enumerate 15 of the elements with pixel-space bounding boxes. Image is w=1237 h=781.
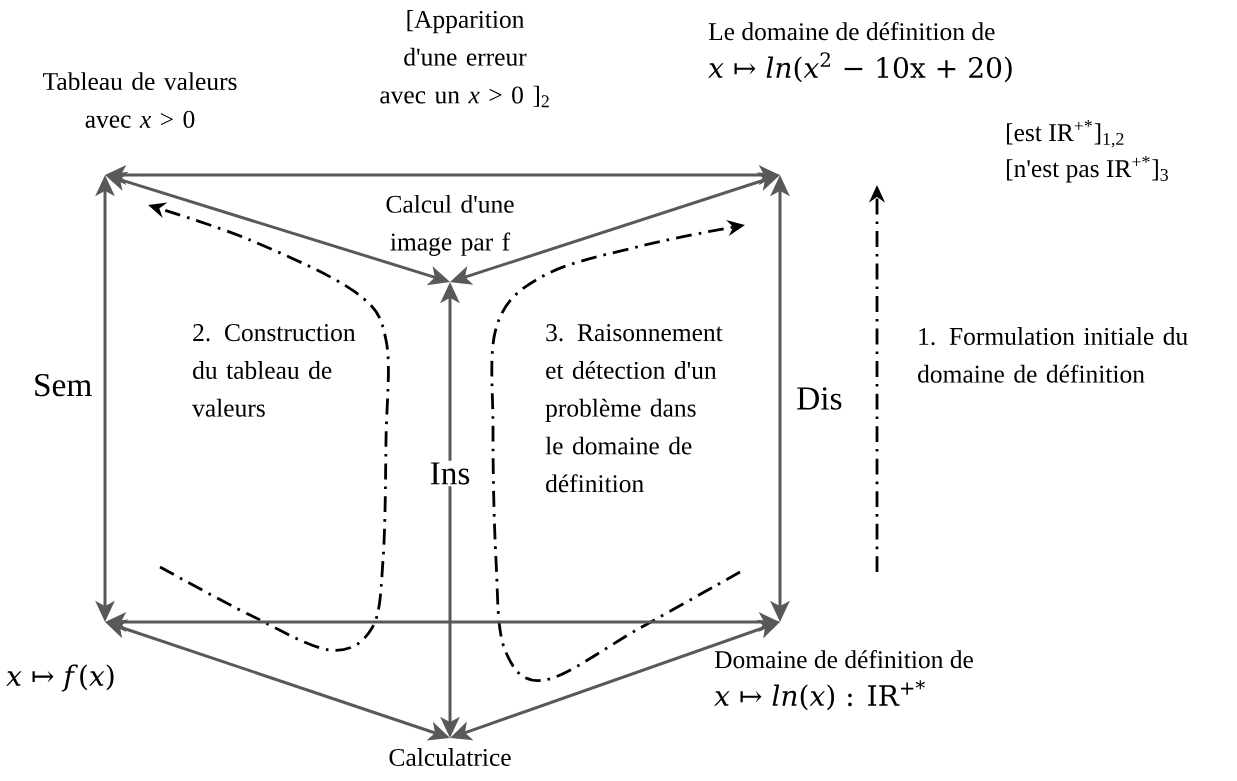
vertex-label: Calcul d'une image par f (386, 194, 514, 256)
edge-label: Dis (794, 385, 845, 412)
note-label: [Apparition d'une erreur avec un x > 0 ]$_{2}$ (380, 10, 549, 108)
vertex-label: Domaine de définition de x ↦ ln(x) : IR$^{+*}$ (714, 650, 973, 711)
phase-label: 2. Construction du tableau de valeurs (192, 324, 356, 417)
vertex-label: Calculatrice (389, 748, 511, 767)
vertex-label: Tableau de valeurs avec x > 0 (43, 72, 237, 128)
vertex-label: Le domaine de définition de x ↦ ln(x$^{2}$ − 10x + 20) (708, 22, 1012, 83)
formula-label: x ↦ f(x) (6, 664, 114, 692)
phase-label: 3. Raisonnement et détection d'un problème dans le domaine de définition (545, 324, 723, 493)
note-label: [n'est pas IR$^{+*}$]$_{3}$ (1007, 156, 1168, 183)
edge-label: Ins (427, 460, 473, 487)
phase-label: 1. Formulation initiale du domaine de définition (918, 327, 1188, 383)
edge-label: Sem (31, 372, 95, 399)
note-label: [est IR$^{+*}$]$_{1,2}$ (1007, 120, 1124, 148)
